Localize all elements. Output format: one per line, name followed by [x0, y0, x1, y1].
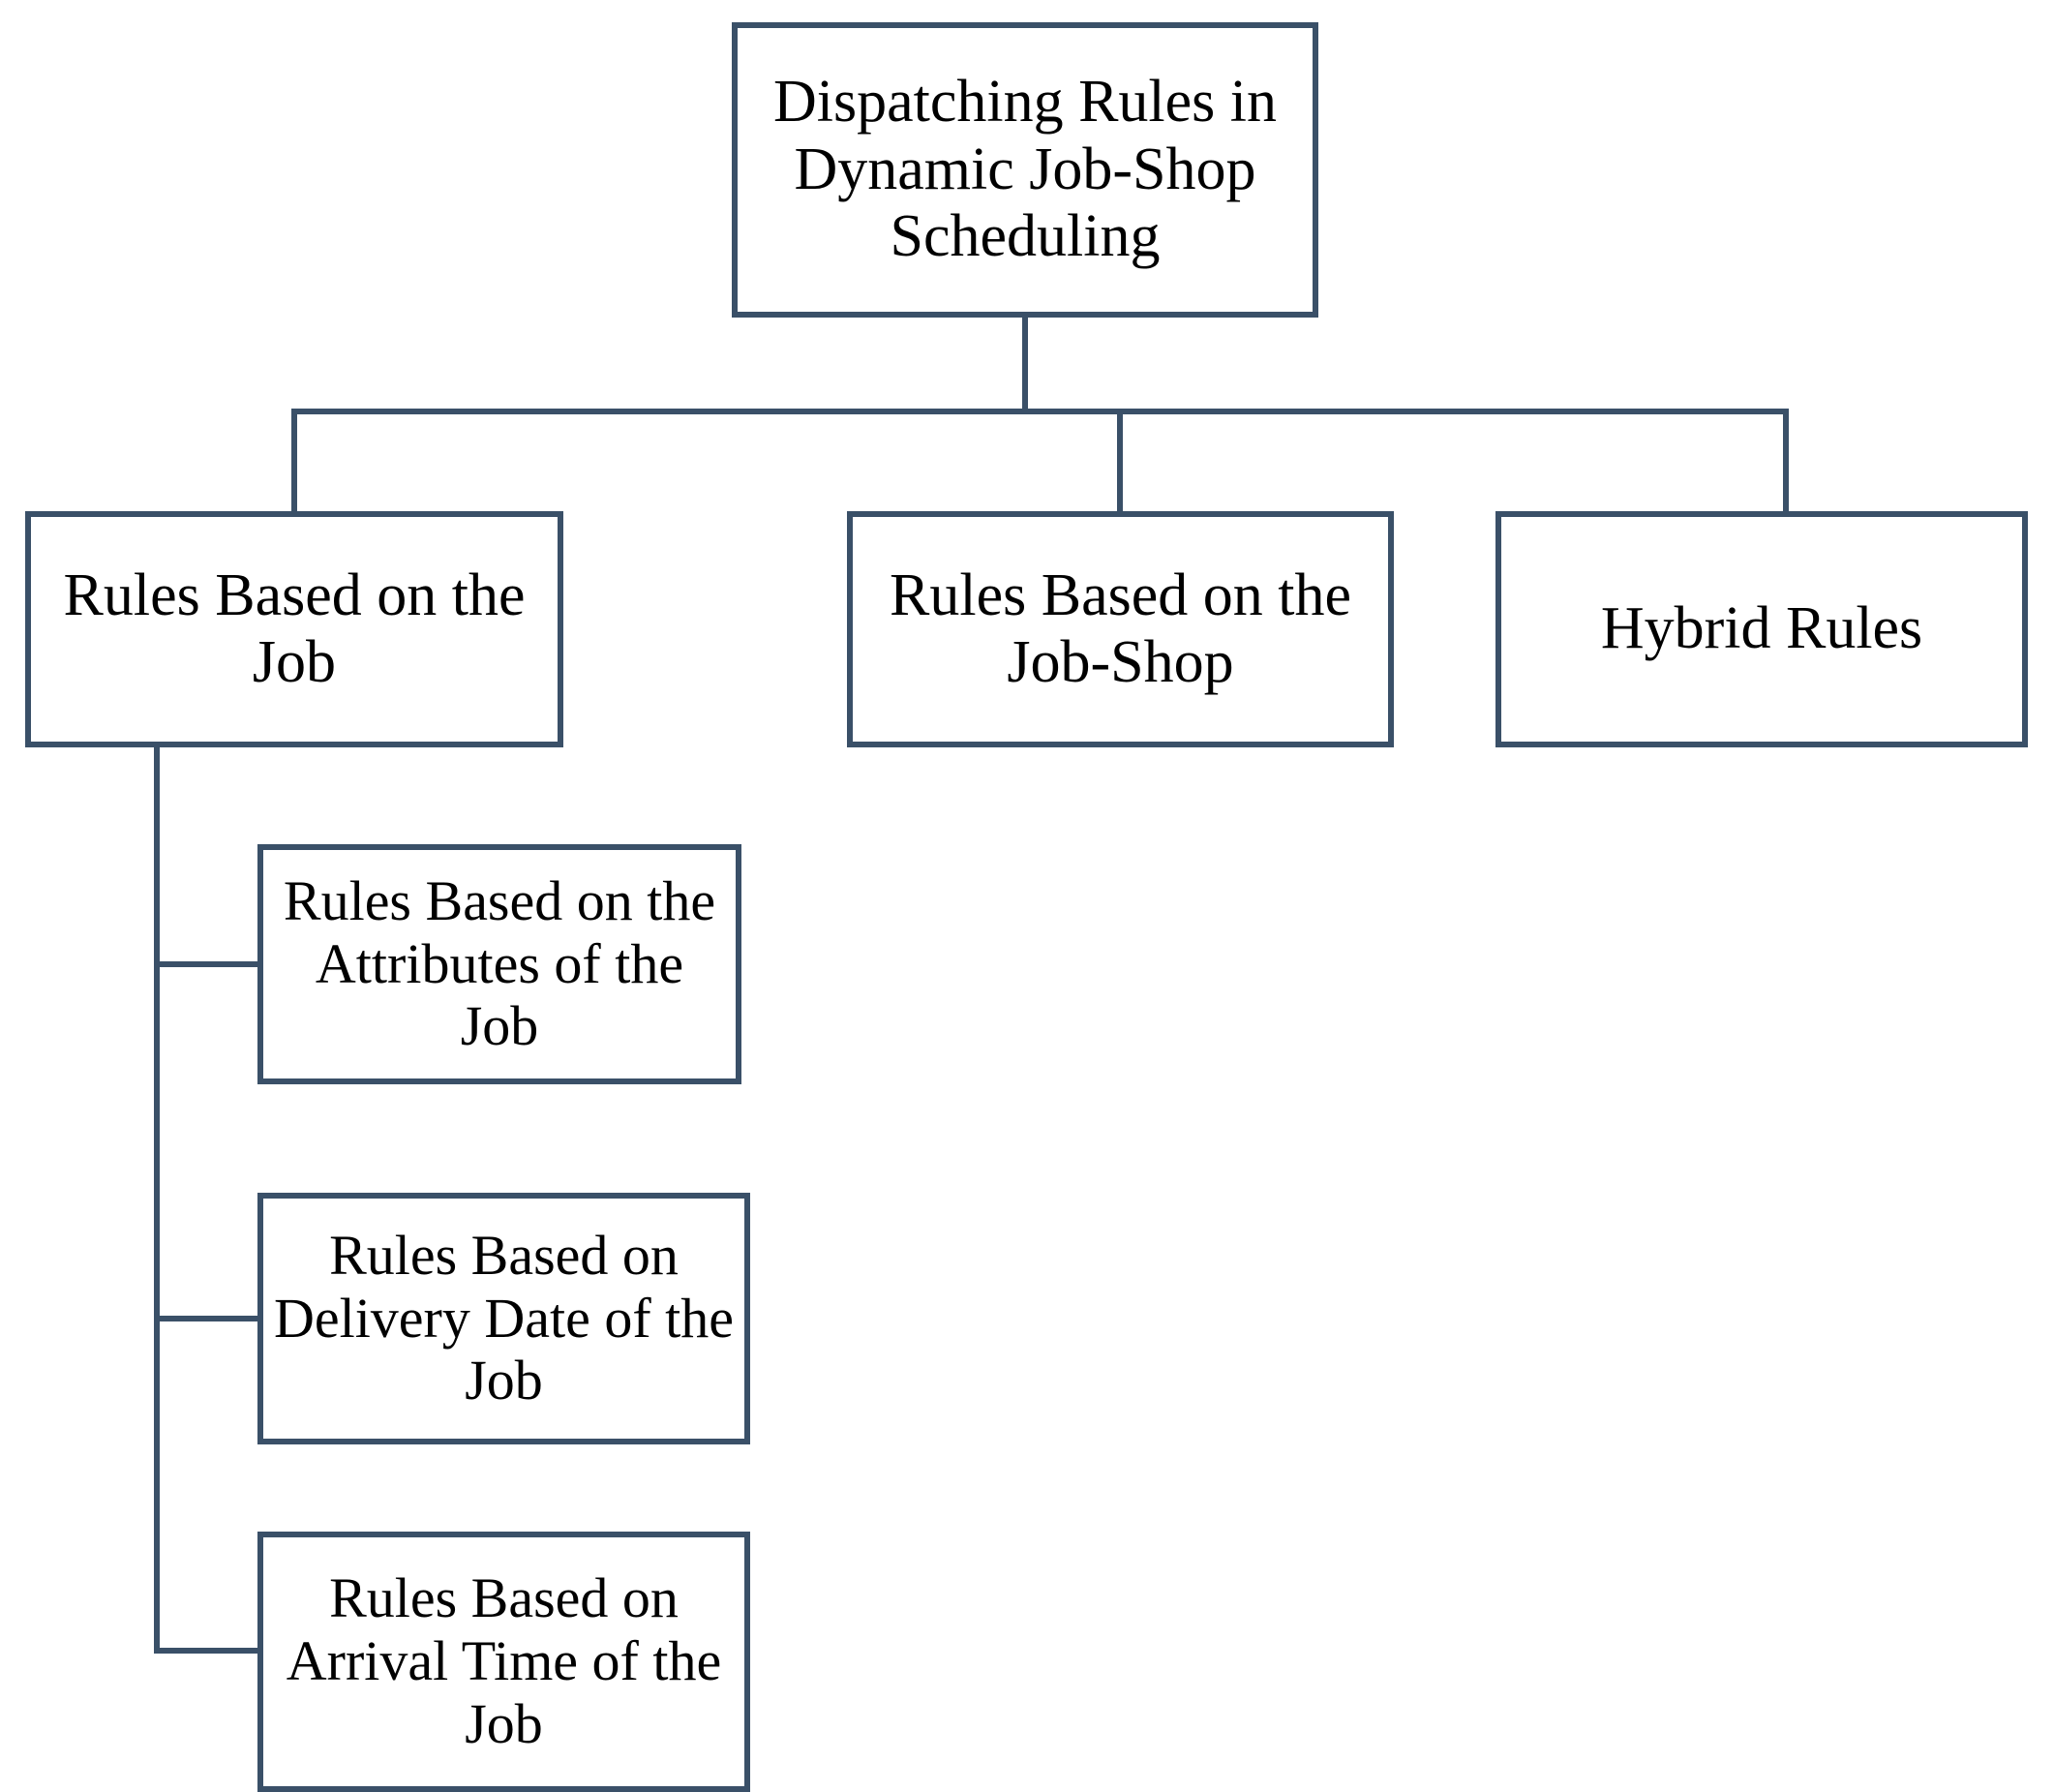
- connector-job-to-delivery-date: [154, 1316, 263, 1321]
- connector-root-to-hybrid: [1783, 409, 1789, 515]
- node-delivery-date-label: Rules Based on Delivery Date of the Job: [273, 1223, 735, 1412]
- node-hybrid-rules[interactable]: Hybrid Rules: [1495, 511, 2028, 747]
- connector-root-to-job: [291, 409, 297, 515]
- node-job-label: Rules Based on the Job: [63, 562, 526, 695]
- connector-job-to-arrival-time: [154, 1648, 263, 1654]
- node-attributes-label: Rules Based on the Attributes of the Job: [283, 868, 716, 1058]
- node-rules-based-on-the-job[interactable]: Rules Based on the Job: [25, 511, 563, 747]
- connector-job-spine: [154, 747, 160, 1654]
- node-rules-based-on-delivery-date-of-the-job[interactable]: Rules Based on Delivery Date of the Job: [257, 1193, 750, 1444]
- node-rules-based-on-arrival-time-of-the-job[interactable]: Rules Based on Arrival Time of the Job: [257, 1532, 750, 1792]
- node-rules-based-on-the-job-shop[interactable]: Rules Based on the Job-Shop: [847, 511, 1394, 747]
- node-job-shop-label: Rules Based on the Job-Shop: [890, 562, 1351, 695]
- node-dispatching-rules-root[interactable]: Dispatching Rules in Dynamic Job-Shop Sc…: [732, 22, 1318, 318]
- connector-root-stem: [1022, 318, 1028, 414]
- connector-level2-bus: [291, 409, 1789, 414]
- connector-job-to-attributes: [154, 961, 263, 967]
- node-rules-based-on-attributes-of-the-job[interactable]: Rules Based on the Attributes of the Job: [257, 844, 741, 1084]
- node-root-label: Dispatching Rules in Dynamic Job-Shop Sc…: [772, 69, 1278, 270]
- connector-root-to-job-shop: [1117, 409, 1123, 515]
- node-arrival-time-label: Rules Based on Arrival Time of the Job: [286, 1566, 722, 1755]
- node-hybrid-label: Hybrid Rules: [1600, 595, 1923, 662]
